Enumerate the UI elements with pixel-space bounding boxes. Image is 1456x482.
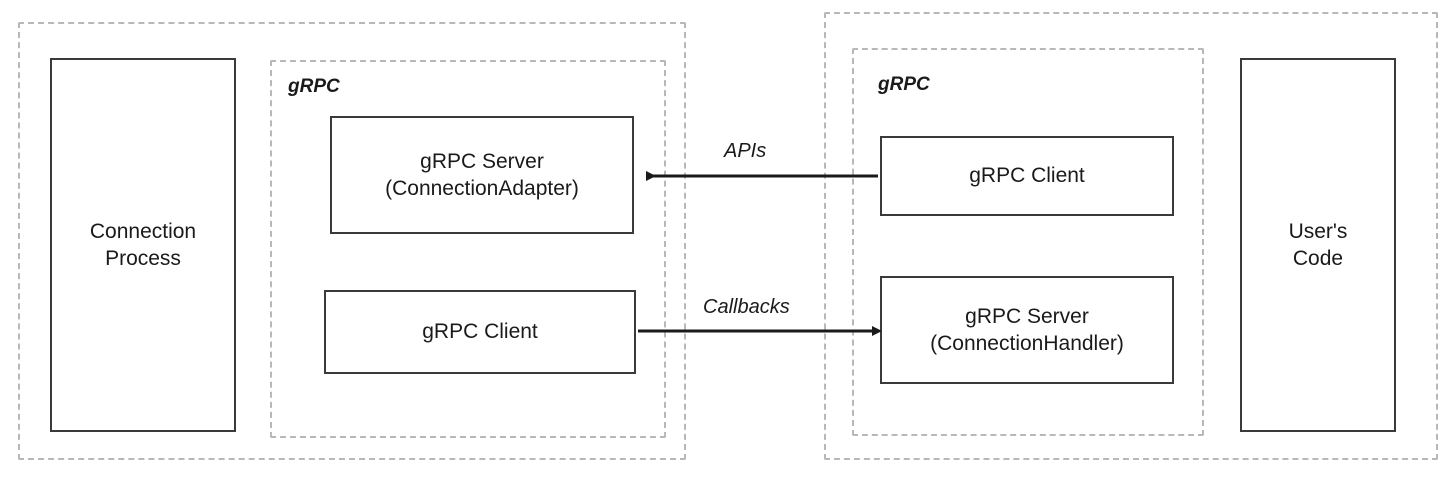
edge-label-callbacks: Callbacks bbox=[703, 296, 790, 318]
node-users-code: User's Code bbox=[1240, 58, 1396, 432]
group-label-grpc-left: gRPC bbox=[288, 76, 340, 97]
node-connection-process: Connection Process bbox=[50, 58, 236, 432]
node-grpc-server-connection-handler: gRPC Server (ConnectionHandler) bbox=[880, 276, 1174, 384]
node-grpc-client-right: gRPC Client bbox=[880, 136, 1174, 216]
group-grpc-right bbox=[852, 48, 1204, 436]
group-user-code-boundary bbox=[824, 12, 1438, 460]
node-grpc-client-left: gRPC Client bbox=[324, 290, 636, 374]
node-grpc-server-connection-adapter: gRPC Server (ConnectionAdapter) bbox=[330, 116, 634, 234]
edge-label-apis: APIs bbox=[724, 140, 767, 162]
group-connection-process-boundary bbox=[18, 22, 686, 460]
group-grpc-left bbox=[270, 60, 666, 438]
group-label-grpc-right: gRPC bbox=[878, 74, 930, 95]
